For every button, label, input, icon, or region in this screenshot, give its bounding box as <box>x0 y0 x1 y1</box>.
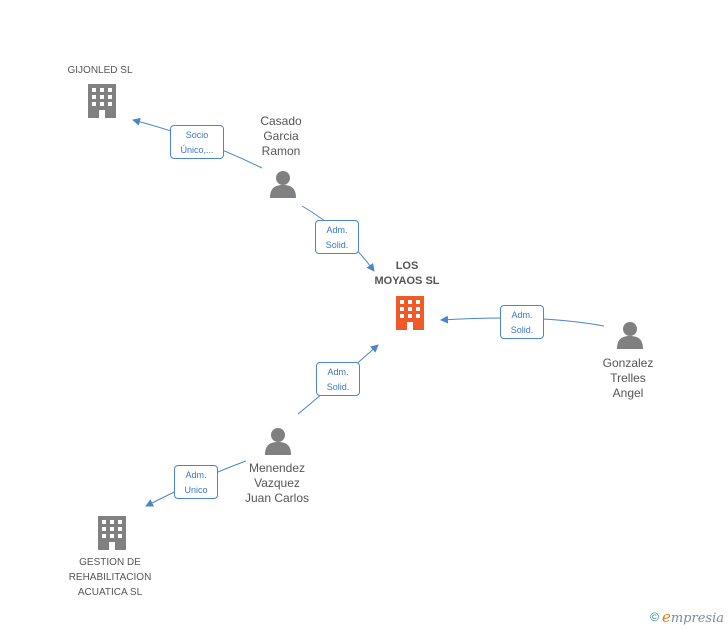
label-line: LOS <box>395 260 419 272</box>
label-line: Casado <box>260 114 302 128</box>
label-line: Vazquez <box>254 476 300 490</box>
building-icon[interactable] <box>88 84 116 118</box>
brand-initial: e <box>661 608 671 626</box>
label-line: Ramon <box>261 144 301 158</box>
person-label-casado[interactable]: Casado Garcia Ramon <box>241 114 321 159</box>
brand-footer[interactable]: © empresia <box>650 608 724 626</box>
label-line: Angel <box>612 386 644 400</box>
edge-label-menendez-moyaos[interactable]: Adm. Solid. <box>316 362 360 396</box>
building-icon[interactable] <box>98 516 126 550</box>
label-line: Juan Carlos <box>244 491 310 505</box>
company-label-los-moyaos[interactable]: LOS MOYAOS SL <box>358 259 456 289</box>
person-icon[interactable] <box>265 428 291 455</box>
person-label-gonzalez[interactable]: Gonzalez Trelles Angel <box>588 356 668 401</box>
person-label-menendez[interactable]: Menendez Vazquez Juan Carlos <box>232 461 322 506</box>
label-line: GESTION DE <box>79 557 141 568</box>
brand-logo: empresia <box>662 608 724 626</box>
label-line: REHABILITACION <box>68 572 152 583</box>
brand-name: mpresia <box>670 611 724 626</box>
edge-label-gonzalez-moyaos[interactable]: Adm. Solid. <box>500 305 544 339</box>
label-line: Gonzalez <box>602 356 654 370</box>
label-line: Menendez <box>248 461 306 475</box>
label-line: MOYAOS SL <box>374 275 440 287</box>
main-building-icon[interactable] <box>396 296 424 330</box>
copyright-icon: © <box>650 610 659 624</box>
edge-label-casado-moyaos[interactable]: Adm. Solid. <box>315 220 359 254</box>
person-icon[interactable] <box>270 171 296 198</box>
edge-label-menendez-gestion[interactable]: Adm. Unico <box>174 465 218 499</box>
company-label-gijonled[interactable]: GIJONLED SL <box>67 65 133 76</box>
edge-label-casado-gijonled[interactable]: Socio Único,... <box>170 125 224 159</box>
label-line: ACUATICA SL <box>77 587 143 598</box>
company-label-gestion[interactable]: GESTION DE REHABILITACION ACUATICA SL <box>52 555 168 600</box>
label-line: Garcia <box>263 129 299 143</box>
label-line: Trelles <box>610 371 646 385</box>
person-icon[interactable] <box>617 322 643 349</box>
